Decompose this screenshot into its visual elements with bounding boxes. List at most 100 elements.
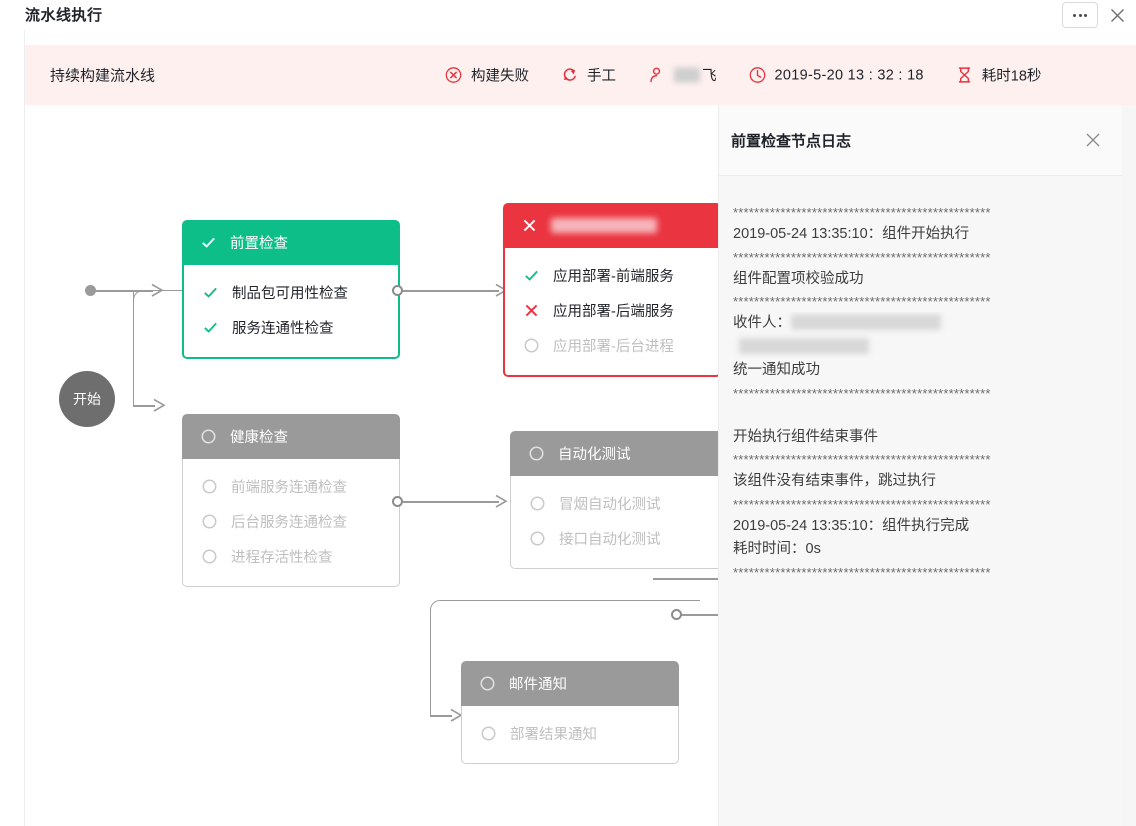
log-line: 收件人：	[733, 312, 1108, 359]
port-mail-out[interactable]	[671, 609, 682, 620]
log-line: 耗时时间：0s	[733, 541, 821, 558]
job-item[interactable]: 应用部署-后台进程	[505, 328, 718, 363]
job-item[interactable]: 后台服务连通检查	[183, 504, 399, 539]
connector-autotest-bottom	[653, 578, 718, 580]
redaction-block	[674, 67, 700, 83]
circle-pending-icon	[200, 428, 217, 445]
panel-right-strip	[1122, 105, 1136, 826]
stage-card-pre-check[interactable]: 前置检查 制品包可用性检查 服务连通性检查	[182, 220, 400, 359]
connector-mail-branch	[430, 600, 700, 717]
more-options-button[interactable]	[1062, 2, 1098, 28]
job-label: 冒烟自动化测试	[559, 497, 661, 513]
metric-timestamp-label: 2019-5-20 13 : 32 : 18	[774, 67, 924, 83]
job-label: 接口自动化测试	[559, 532, 661, 548]
stage-title: 前置检查	[230, 236, 288, 252]
metric-operator-label: 飞	[674, 65, 717, 86]
job-item[interactable]: 应用部署-前端服务	[505, 258, 718, 293]
job-label: 后台服务连通检查	[231, 515, 347, 531]
port-precheck-out[interactable]	[392, 285, 403, 296]
stage-header-auto-test: 自动化测试	[510, 431, 718, 476]
circle-pending-icon	[201, 478, 218, 495]
log-panel-close-button[interactable]	[1081, 128, 1105, 152]
log-line: 组件配置项校验成功	[733, 270, 864, 287]
circle-pending-icon	[523, 337, 540, 354]
log-line: 开始执行组件结束事件	[733, 428, 878, 445]
arrow-head	[495, 494, 511, 509]
check-icon	[200, 234, 217, 251]
circle-pending-icon	[480, 725, 497, 742]
job-item[interactable]: 接口自动化测试	[511, 521, 718, 556]
log-line: 2019-05-24 13:35:10：组件开始执行	[733, 226, 970, 243]
port-start-out[interactable]	[85, 285, 96, 296]
job-label: 部署结果通知	[510, 727, 597, 743]
job-item[interactable]: 前端服务连通检查	[183, 469, 399, 504]
log-output[interactable]: ****************************************…	[719, 176, 1122, 826]
connector-precheck-to-deploy	[403, 290, 499, 292]
metric-operator: 飞	[648, 65, 717, 86]
connector-branch-to-mail	[430, 715, 452, 717]
job-item[interactable]: 冒烟自动化测试	[511, 486, 718, 521]
job-item[interactable]: 进程存活性检查	[183, 539, 399, 574]
connector-mail-out	[680, 614, 718, 616]
close-window-button[interactable]	[1104, 2, 1130, 28]
clock-icon	[749, 67, 766, 84]
job-item[interactable]: 应用部署-后端服务	[505, 293, 718, 328]
stage-card-mail-notify[interactable]: 邮件通知 部署结果通知	[461, 661, 679, 764]
start-node-label: 开始	[73, 391, 101, 407]
metric-duration: 耗时18秒	[956, 65, 1042, 86]
pipeline-canvas[interactable]: 开始 前置检查 制品包可用性检查	[25, 105, 718, 826]
manual-trigger-icon	[561, 67, 578, 84]
left-rail	[0, 0, 25, 826]
window-buttons	[1062, 0, 1130, 30]
start-node[interactable]: 开始	[59, 371, 115, 427]
job-label: 进程存活性检查	[231, 550, 333, 566]
close-icon	[1110, 8, 1124, 22]
job-label: 前端服务连通检查	[231, 480, 347, 496]
more-dots-icon	[1073, 13, 1087, 17]
job-item[interactable]: 部署结果通知	[462, 716, 678, 751]
job-label: 应用部署-后台进程	[553, 339, 674, 355]
stage-title: 健康检查	[230, 430, 288, 446]
stage-card-health-check[interactable]: 健康检查 前端服务连通检查 后台服务连通检查	[182, 414, 400, 587]
log-line: ****************************************…	[733, 205, 991, 220]
log-line: 2019-05-24 13:35:10：组件执行完成	[733, 517, 970, 534]
job-label: 制品包可用性检查	[232, 286, 348, 302]
circle-pending-icon	[528, 445, 545, 462]
port-health-out[interactable]	[392, 496, 403, 507]
job-label: 应用部署-后端服务	[553, 304, 674, 320]
pipeline-metrics: 构建失败 手工	[445, 65, 1041, 86]
job-item[interactable]: 制品包可用性检查	[184, 275, 398, 310]
log-line: 该组件没有结束事件，跳过执行	[733, 473, 936, 490]
check-icon	[202, 284, 219, 301]
log-line: ****************************************…	[733, 496, 991, 512]
metric-trigger-type-label: 手工	[587, 68, 616, 85]
log-line: ****************************************…	[733, 294, 991, 310]
cross-icon	[523, 302, 540, 319]
stage-title: 邮件通知	[509, 677, 567, 693]
job-item[interactable]: 服务连通性检查	[184, 310, 398, 345]
node-log-panel: 前置检查节点日志 *******************************…	[719, 105, 1122, 826]
pipeline-name: 持续构建流水线	[50, 67, 156, 85]
circle-pending-icon	[201, 548, 218, 565]
check-icon	[523, 267, 540, 284]
log-line-label: 收件人：	[733, 315, 791, 332]
metric-duration-label: 耗时18秒	[981, 68, 1042, 85]
stage-card-app-deploy[interactable]: 应用部署-前端服务 应用部署-后端服务 应用部署-后台进程	[503, 203, 718, 377]
connector-health-to-autotest	[403, 501, 499, 503]
arrow-head	[153, 398, 169, 413]
stage-body-app-deploy: 应用部署-前端服务 应用部署-后端服务 应用部署-后台进程	[503, 248, 718, 377]
check-icon	[202, 319, 219, 336]
metric-build-status: 构建失败	[445, 65, 529, 86]
log-panel-header: 前置检查节点日志	[719, 105, 1122, 176]
circle-pending-icon	[201, 513, 218, 530]
stage-card-auto-test[interactable]: 自动化测试 冒烟自动化测试 接口自动化测试	[510, 431, 718, 569]
stage-body-pre-check: 制品包可用性检查 服务连通性检查	[182, 265, 400, 359]
redaction-block	[739, 337, 869, 354]
arrow-head	[151, 283, 167, 298]
build-failed-icon	[445, 67, 462, 84]
user-icon	[648, 67, 665, 84]
log-panel-title: 前置检查节点日志	[731, 132, 852, 150]
job-label: 应用部署-前端服务	[553, 269, 674, 285]
page-title: 流水线执行	[25, 7, 103, 24]
